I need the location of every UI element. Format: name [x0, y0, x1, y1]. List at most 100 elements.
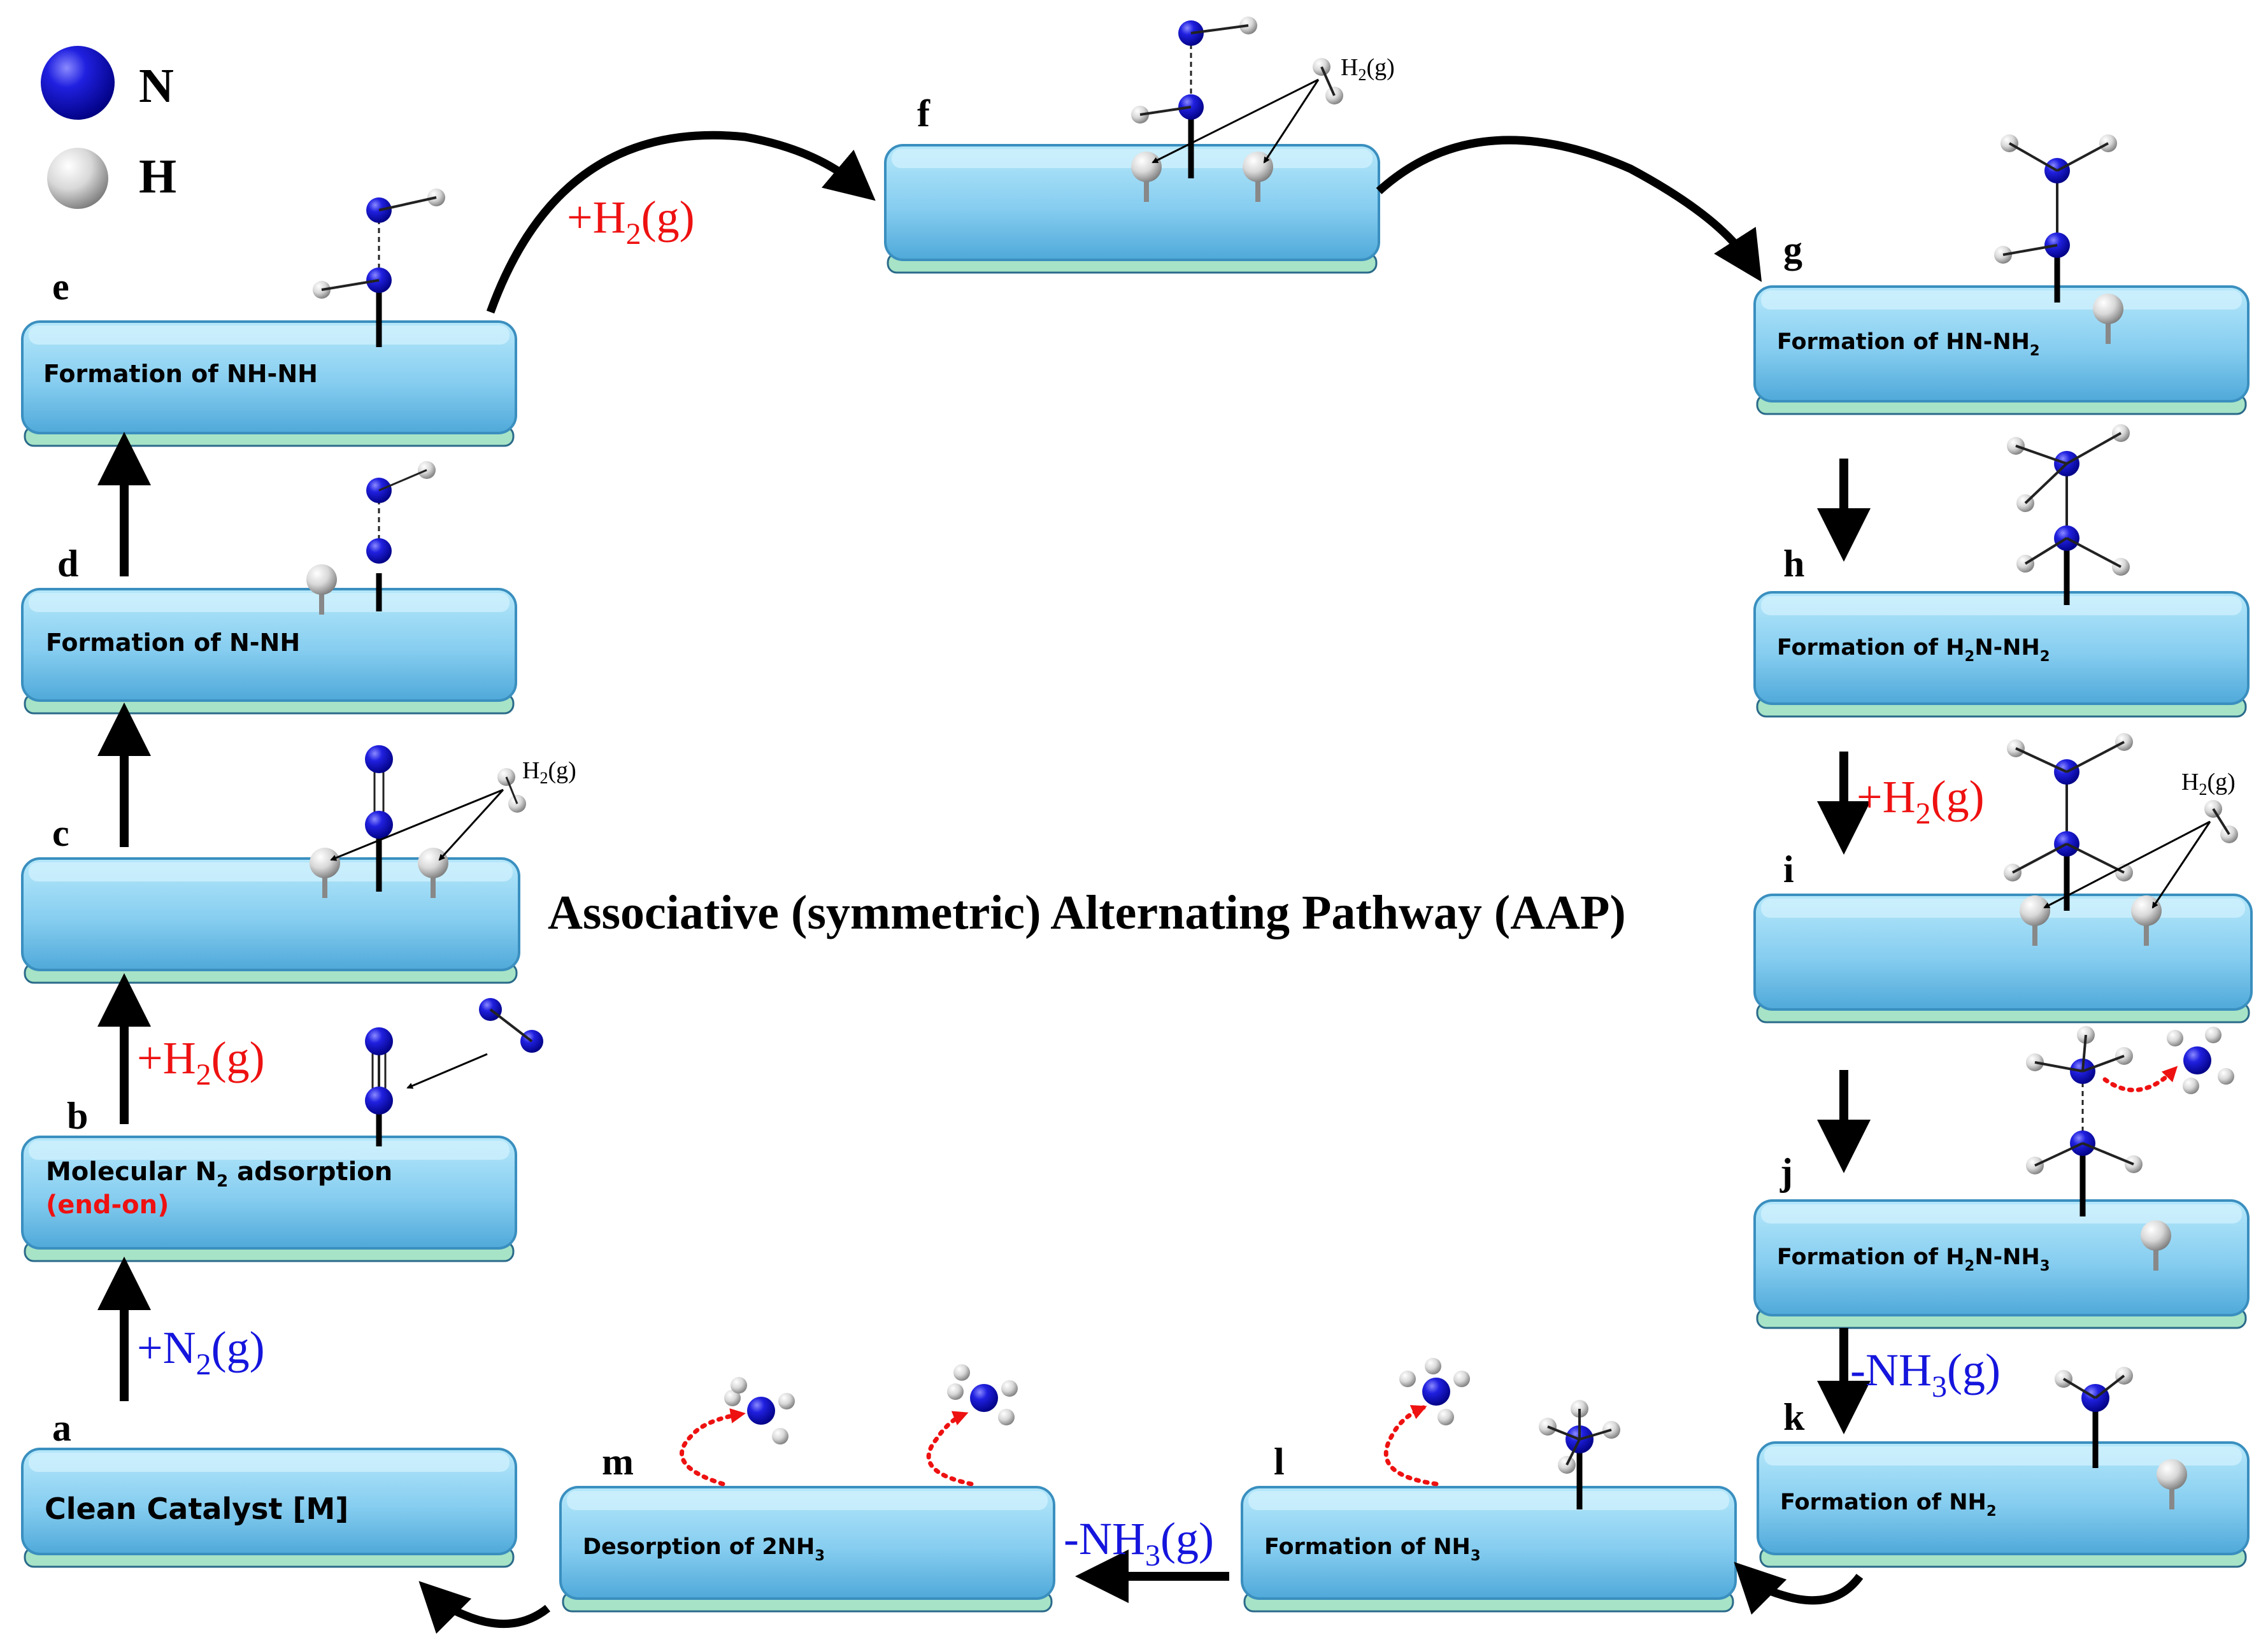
- panel-label: Formation of NH3: [1264, 1534, 1481, 1564]
- h2-gas-suffix: (g): [2207, 769, 2235, 795]
- legend-n-label: N: [139, 59, 174, 113]
- approach-arrow: [2043, 820, 2211, 909]
- step-labels: +N2(g)+H2(g)+H2(g)+H2(g)-NH3(g)-NH3(g): [137, 192, 2001, 1572]
- panel-highlight: [567, 1491, 1048, 1510]
- bond: [1190, 24, 1249, 34]
- bond: [489, 1008, 533, 1043]
- bond: [2066, 741, 2125, 773]
- panel-slab: [1753, 591, 2250, 705]
- step-curved-arrow: [1734, 1562, 1864, 1615]
- panel-f: f: [884, 92, 1380, 274]
- panel-letter: d: [57, 543, 78, 585]
- panel-slab: [1753, 1199, 2250, 1316]
- panel-label: Desorption of 2NH3: [583, 1534, 825, 1564]
- panel-slab: [559, 1486, 1055, 1600]
- desorption-arrow: [926, 1411, 974, 1487]
- panel-highlight: [29, 862, 513, 881]
- h2-gas-sub: 2: [2199, 780, 2207, 799]
- desorption-arrow: [2102, 1066, 2178, 1092]
- bond: [2009, 142, 2058, 172]
- panel-c: c: [21, 812, 520, 984]
- hydrogen-legend-icon: [47, 148, 108, 209]
- panel-label-subscript: 2: [1965, 648, 1975, 665]
- bond: [2081, 1034, 2087, 1072]
- h2-gas-label: H2(g): [2181, 769, 2236, 799]
- step-label-suffix: (g): [1160, 1513, 1214, 1564]
- panel-label-main: Formation of NH: [1264, 1534, 1471, 1560]
- bond: [2024, 462, 2068, 504]
- hydrogen-atom: [1425, 1358, 1441, 1374]
- step-label-sub: 2: [196, 1058, 211, 1092]
- nitrogen-atom: [365, 745, 393, 773]
- arrows: [97, 131, 1871, 1634]
- panel-letter: b: [67, 1095, 88, 1137]
- bond: [2066, 843, 2125, 874]
- legend: N H: [41, 46, 176, 209]
- panel-label: Formation of NH-NH: [43, 360, 318, 388]
- h2-gas-h: H: [1341, 54, 1358, 81]
- panel-letter: e: [52, 266, 69, 308]
- h2-gas-suffix: (g): [548, 757, 576, 784]
- panel-letter: c: [52, 812, 69, 854]
- hydrogen-atom: [2218, 1068, 2234, 1085]
- panel-highlight: [1761, 596, 2242, 615]
- step-curved-arrow: [1376, 136, 1762, 282]
- nitrogen-atom: [366, 538, 392, 564]
- hydrogen-atom: [418, 848, 448, 878]
- panel-label-main: Formation of HN-NH: [1777, 329, 2030, 355]
- panel-highlight: [1764, 1446, 2242, 1465]
- step-label-sub: 2: [196, 1348, 211, 1381]
- hydrogen-atom: [2183, 1078, 2199, 1094]
- panel-label-main: Formation of NH: [1780, 1490, 1986, 1515]
- panel-label-subscript: 3: [1471, 1548, 1481, 1564]
- panel-slab: [1757, 1441, 2250, 1555]
- step-label-suffix: (g): [211, 1032, 265, 1083]
- step-curved-arrow: [418, 1581, 551, 1634]
- bond: [505, 776, 518, 804]
- hydrogen-atom: [2141, 1220, 2171, 1251]
- step-label-suffix: (g): [1931, 771, 1985, 822]
- h2-gas-label: H2(g): [1341, 54, 1395, 84]
- panel-slab: [1753, 285, 2250, 403]
- approach-arrow: [1263, 79, 1320, 164]
- h2-gas-sub: 2: [539, 769, 548, 787]
- panel-label-main: Formation of NH-NH: [43, 360, 318, 388]
- panel-highlight: [29, 593, 510, 612]
- bond: [2024, 537, 2068, 565]
- nitrogen-atom: [2183, 1046, 2211, 1074]
- step-label-suffix: (g): [211, 1322, 265, 1373]
- step-curved-arrow: [486, 131, 876, 314]
- bond: [2015, 747, 2067, 773]
- bond: [2034, 1142, 2083, 1167]
- approach-arrow: [438, 788, 504, 861]
- hydrogen-atom: [1437, 1409, 1454, 1425]
- molecules: H2(g)H2(g)H2(g): [306, 17, 2238, 1509]
- hydrogen-atom: [1001, 1380, 1018, 1397]
- panel-label: Formation of H2N-NH3: [1777, 1244, 2050, 1274]
- step-label-suffix: (g): [641, 192, 695, 243]
- nitrogen-atom: [365, 1087, 393, 1115]
- panel-label-subscript: 2: [2040, 648, 2050, 665]
- bond: [321, 279, 380, 291]
- panel-slab: [21, 320, 517, 434]
- panel-letter: k: [1783, 1396, 1805, 1438]
- panel-label-subscript: 2: [1965, 1258, 1975, 1274]
- step-label-prefix: +H: [1857, 771, 1916, 822]
- bond: [2094, 1374, 2125, 1399]
- panel-highlight: [1761, 1204, 2242, 1223]
- panel-label: Molecular N2 adsorption: [46, 1157, 392, 1191]
- panel-label: Formation of N-NH: [46, 629, 300, 657]
- step-label-sub: 2: [626, 217, 641, 251]
- panel-letter: m: [602, 1441, 634, 1483]
- nitrogen-atom: [365, 811, 393, 839]
- bond: [1139, 106, 1192, 116]
- nitrogen-atom: [970, 1384, 998, 1412]
- step-label-nh3_lm: -NH3(g): [1064, 1513, 1214, 1572]
- panel-label-main: Formation of N-NH: [46, 629, 300, 657]
- bond: [2082, 1055, 2125, 1073]
- panel-label-tail: N-NH: [1974, 635, 2039, 660]
